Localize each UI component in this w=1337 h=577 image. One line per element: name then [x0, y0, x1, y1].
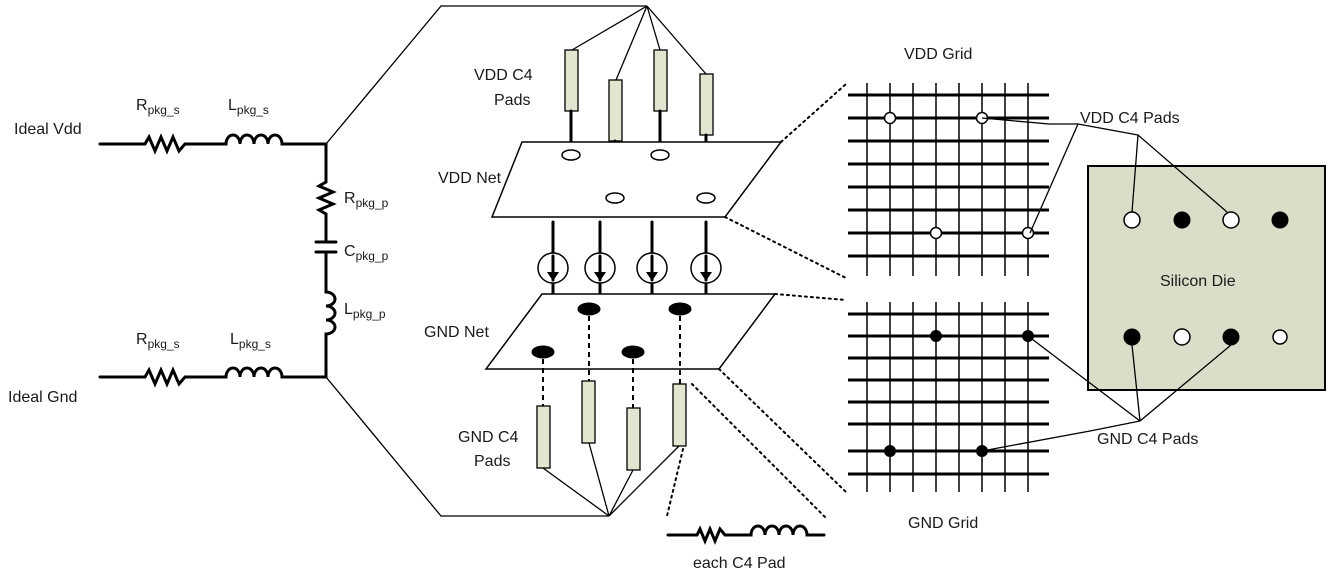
gnd-c4-pads-label: GND C4	[458, 429, 519, 446]
gnd-callout-leaders	[981, 335, 1232, 452]
each-c4-pad-label: each C4 Pad	[693, 555, 786, 572]
gnd-net-node	[577, 302, 601, 316]
gnd-c4-pad-resistor	[536, 405, 551, 469]
ideal-vdd-label: Ideal Vdd	[14, 121, 82, 138]
vdd-c4-pads-label-line2: Pads	[494, 92, 530, 109]
gnd-net-node	[621, 345, 645, 359]
vdd-grid-pad	[883, 111, 897, 125]
vdd-net-node	[696, 192, 716, 204]
gnd-series-wire	[98, 366, 328, 388]
gnd-grid-pad	[930, 330, 942, 342]
gnd-c4-pads-right-label: GND C4 Pads	[1097, 431, 1198, 448]
die-gnd-pad	[1123, 328, 1141, 346]
ideal-gnd-label: Ideal Gnd	[8, 389, 77, 406]
shunt-branch-wire	[314, 142, 338, 379]
die-gnd-pad	[1271, 211, 1289, 229]
package-circuit: Ideal Vdd Ideal Gnd Rpkg_s Lpkg_s Rpkg_s…	[8, 5, 647, 517]
gnd-net-node	[668, 302, 692, 316]
expansion-line-bottom	[325, 376, 609, 517]
gnd-grid-label: GND Grid	[908, 515, 978, 532]
vdd-pad-fan	[571, 5, 707, 81]
lpkg-p-label: Lpkg_p	[344, 301, 386, 321]
die-vdd-pad	[1123, 211, 1141, 229]
die-gnd-pad	[1173, 211, 1191, 229]
gnd-c4-pad-resistor	[581, 380, 596, 444]
on-chip-network: VDD C4 Pads VDD Net GND Net	[424, 5, 827, 572]
vdd-net-node	[605, 192, 625, 204]
c4-pad-model-wire	[666, 524, 826, 545]
die-vdd-pad	[1272, 329, 1288, 345]
gnd-grid-pad	[884, 445, 896, 457]
vdd-c4-pad-resistor	[608, 79, 623, 142]
vdd-grid-pad	[929, 226, 943, 240]
vdd-c4-pad-resistor	[653, 49, 668, 112]
vdd-c4-pad-resistor	[699, 73, 714, 136]
gnd-c4-pads-label-line2: Pads	[474, 453, 510, 470]
silicon-die: Silicon Die	[1087, 165, 1326, 391]
expansion-line-top	[325, 5, 647, 145]
vdd-c4-pad-resistor	[564, 49, 579, 112]
rpkg-p-label: Rpkg_p	[344, 190, 389, 210]
vdd-grid: VDD Grid	[848, 46, 1049, 276]
silicon-die-body	[1087, 165, 1326, 391]
gnd-grid: GND Grid	[848, 302, 1049, 532]
gnd-net-node	[531, 345, 555, 359]
silicon-die-label: Silicon Die	[1160, 273, 1236, 290]
grid-zoom-lines	[718, 83, 847, 493]
lpkg-s-top-label: Lpkg_s	[228, 97, 269, 117]
gnd-c4-pad-resistor	[672, 383, 687, 447]
vdd-series-wire	[98, 133, 328, 155]
gnd-pad-fan	[542, 442, 680, 517]
gnd-net-label: GND Net	[424, 324, 489, 341]
current-sources	[537, 220, 722, 324]
die-vdd-pad	[1222, 211, 1240, 229]
vdd-callout-leaders	[981, 117, 1228, 234]
gnd-c4-pad-resistor	[626, 407, 641, 471]
rpkg-s-bottom-label: Rpkg_s	[136, 331, 180, 351]
vdd-net-node	[650, 149, 670, 161]
vdd-c4-pads-right-label: VDD C4 Pads	[1080, 110, 1180, 127]
cpkg-p-label: Cpkg_p	[344, 243, 389, 263]
vdd-net-node	[561, 149, 581, 161]
die-vdd-pad	[1173, 328, 1191, 346]
vdd-net-label: VDD Net	[438, 170, 502, 187]
c4-pad-zoom-lines	[666, 383, 827, 519]
vdd-c4-pads-label: VDD C4	[474, 67, 533, 84]
lpkg-s-bottom-label: Lpkg_s	[230, 331, 271, 351]
rpkg-s-top-label: Rpkg_s	[136, 97, 180, 117]
vdd-grid-label: VDD Grid	[904, 46, 972, 63]
die-gnd-pad	[1222, 328, 1240, 346]
vdd-net-plane	[490, 141, 783, 218]
